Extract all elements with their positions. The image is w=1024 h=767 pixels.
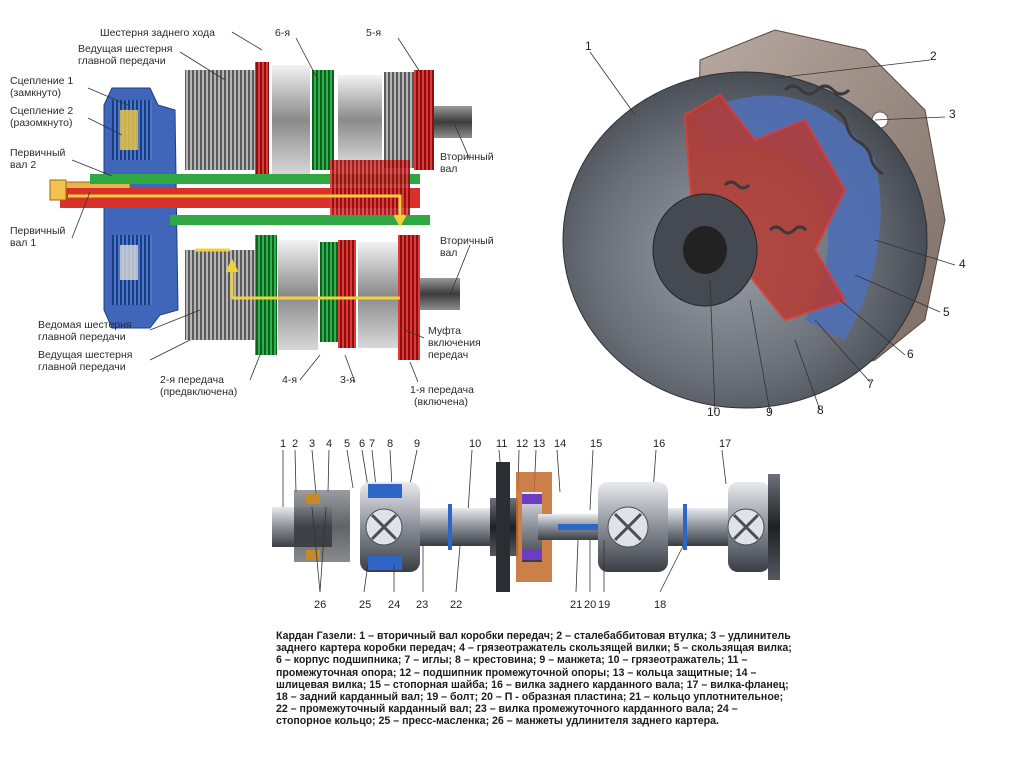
label-driven-gear-1: Ведомая шестерня: [38, 319, 132, 331]
label-sync-sleeve-2: включения: [428, 337, 481, 349]
label-gear-1-1: 1-я передача: [410, 384, 474, 396]
driveshaft-cutaway-diagram: 1 2 3 4 5 6 7 8 9 10 11 12 13 14 15 16 1…: [272, 438, 780, 611]
clutch-number-8: 8: [817, 403, 824, 417]
clutch-number-5: 5: [943, 305, 950, 319]
driveshaft-bottom-numbers: 26 25 24 23 22 21 20 19 18: [314, 599, 666, 611]
label-input-shaft2-2: вал 2: [10, 159, 36, 171]
clutch-body: [562, 71, 928, 409]
input-shafts: [49, 160, 430, 225]
label-gear-2-1: 2-я передача: [160, 374, 224, 386]
shaft-number-12: 12: [516, 438, 528, 450]
label-clutch1-2: (замкнуто): [10, 87, 61, 99]
shaft-number-19: 19: [598, 599, 610, 611]
label-reverse-gear: Шестерня заднего хода: [100, 27, 215, 39]
label-input-shaft1-1: Первичный: [10, 225, 65, 237]
shaft-number-3: 3: [309, 438, 315, 450]
shaft-number-24: 24: [388, 599, 400, 611]
label-gear-4: 4-я: [282, 374, 297, 386]
upper-gear-stack: [185, 62, 472, 178]
shaft-number-21: 21: [570, 599, 582, 611]
shaft-number-4: 4: [326, 438, 332, 450]
label-sync-sleeve-1: Муфта: [428, 325, 461, 337]
shaft-number-13: 13: [533, 438, 545, 450]
label-drive-gear-bottom-2: главной передачи: [38, 361, 126, 373]
gearbox-cutaway-diagram: Шестерня заднего хода 6-я 5-я Ведущая ше…: [10, 27, 494, 408]
label-gear-1-2: (включена): [414, 396, 468, 408]
shaft-number-22: 22: [450, 599, 462, 611]
shaft-number-8: 8: [387, 438, 393, 450]
label-drive-gear-top-2: главной передачи: [78, 55, 166, 67]
label-driven-gear-2: главной передачи: [38, 331, 126, 343]
gearbox-labels: Шестерня заднего хода 6-я 5-я Ведущая ше…: [10, 27, 494, 408]
shaft-number-9: 9: [414, 438, 420, 450]
label-input-shaft1-2: вал 1: [10, 237, 36, 249]
clutch-number-9: 9: [766, 405, 773, 419]
shaft-number-23: 23: [416, 599, 428, 611]
pressure-springs: [723, 84, 884, 235]
clutch-number-7: 7: [867, 377, 874, 391]
shaft-number-16: 16: [653, 438, 665, 450]
label-clutch2-2: (разомкнуто): [10, 117, 72, 129]
label-gear-2-2: (предвключена): [160, 386, 237, 398]
shaft-number-25: 25: [359, 599, 371, 611]
label-clutch1-1: Сцепление 1: [10, 75, 73, 87]
clutch-number-2: 2: [930, 49, 937, 63]
label-gear-6: 6-я: [275, 27, 290, 39]
label-gear-5: 5-я: [366, 27, 381, 39]
shaft-number-11: 11: [496, 438, 507, 450]
gearbox-leader-lines: [71, 31, 471, 383]
clutch-leader-lines: [589, 51, 956, 413]
clutch-part-numbers: 1 2 3 4 5 6 7 8 9 10: [585, 39, 966, 419]
label-sync-sleeve-3: передач: [428, 349, 468, 361]
shaft-number-20: 20: [584, 599, 596, 611]
label-output-shaft-bottom-2: вал: [440, 247, 457, 259]
shaft-number-2: 2: [292, 438, 298, 450]
shaft-number-14: 14: [554, 438, 566, 450]
shaft-number-15: 15: [590, 438, 602, 450]
shaft-number-5: 5: [344, 438, 350, 450]
clutch-number-4: 4: [959, 257, 966, 271]
power-flow-arrows: [68, 194, 407, 300]
lower-gear-stack: [185, 235, 460, 360]
label-output-shaft-bottom-1: Вторичный: [440, 235, 494, 247]
clutch-number-3: 3: [949, 107, 956, 121]
label-drive-gear-top-1: Ведущая шестерня: [78, 43, 172, 55]
driveshaft-parts-caption: Кардан Газели: 1 – вторичный вал коробки…: [276, 630, 792, 728]
shaft-number-18: 18: [654, 599, 666, 611]
label-input-shaft2-1: Первичный: [10, 147, 65, 159]
driveshaft-top-numbers: 1 2 3 4 5 6 7 8 9 10 11 12 13 14 15 16 1…: [280, 438, 731, 450]
shaft-number-10: 10: [469, 438, 481, 450]
label-clutch2-1: Сцепление 2: [10, 105, 73, 117]
label-output-shaft-top-1: Вторичный: [440, 151, 494, 163]
label-output-shaft-top-2: вал: [440, 163, 457, 175]
shaft-number-26: 26: [314, 599, 326, 611]
clutch-number-1: 1: [585, 39, 592, 53]
label-gear-3: 3-я: [340, 374, 355, 386]
driveshaft-bottom-leaders: [311, 506, 684, 593]
shaft-number-1: 1: [280, 438, 286, 450]
label-drive-gear-bottom-1: Ведущая шестерня: [38, 349, 132, 361]
shaft-number-6: 6: [359, 438, 365, 450]
driveshaft-assembly: [272, 462, 780, 592]
clutch-number-6: 6: [907, 347, 914, 361]
clutch-number-10: 10: [707, 405, 721, 419]
shaft-number-17: 17: [719, 438, 731, 450]
clutch-cutaway-diagram: 1 2 3 4 5 6 7 8 9 10: [562, 29, 966, 419]
shaft-number-7: 7: [369, 438, 375, 450]
